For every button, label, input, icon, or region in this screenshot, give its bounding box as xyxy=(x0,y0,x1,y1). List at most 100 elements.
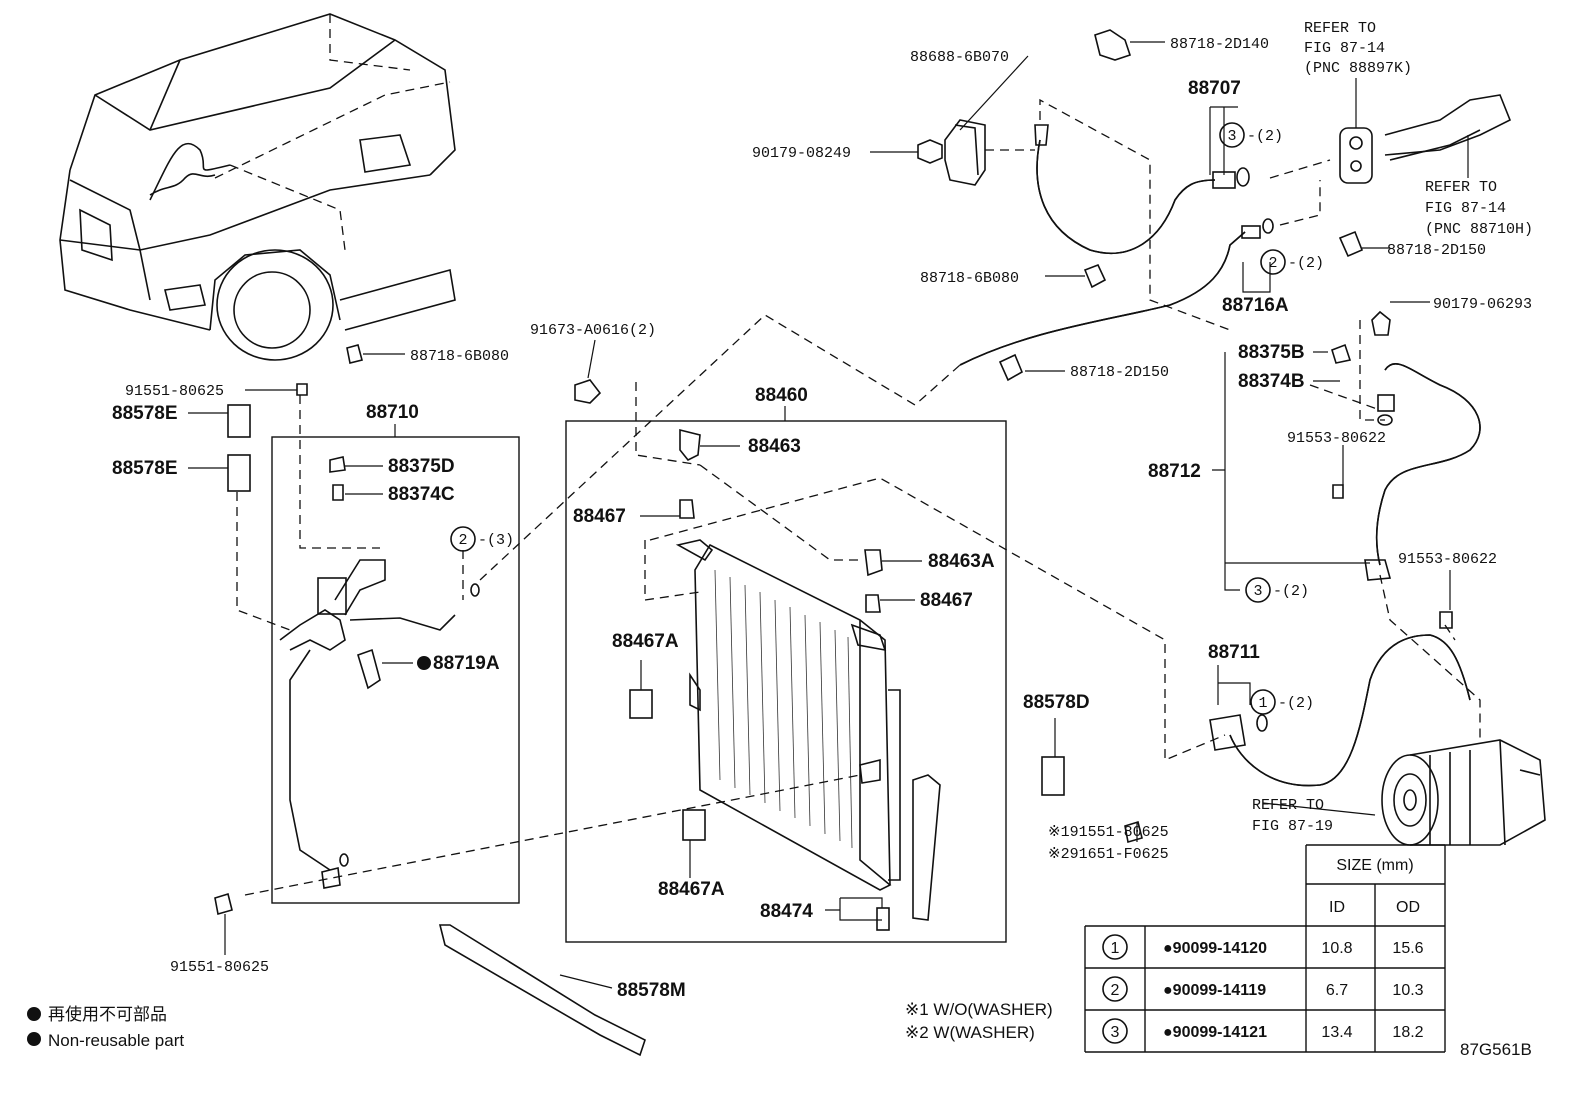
refer-note-line: FIG 87-14 xyxy=(1304,40,1385,57)
spacers-88578E xyxy=(227,344,363,492)
leader-lines xyxy=(188,41,1451,989)
oring-ref-qty: -(2) xyxy=(1273,583,1309,600)
callout-88578D[interactable]: 88578D xyxy=(1023,692,1090,713)
vehicle-illustration xyxy=(59,13,456,361)
oring-ref-number: 2 xyxy=(458,532,467,549)
callout-88474[interactable]: 88474 xyxy=(760,901,813,922)
row-od: 10.3 xyxy=(1392,982,1423,999)
oring-ref-number: 1 xyxy=(1258,695,1267,712)
callout-291651-F0625[interactable]: ※291651-F0625 xyxy=(1048,846,1169,863)
refer-note-line: (PNC 88710H) xyxy=(1425,221,1533,238)
size-table-col-od: OD xyxy=(1396,899,1420,916)
size-table: SIZE (mm) ID OD 1 ●90099-14120 10.8 15.6… xyxy=(1084,844,1446,1053)
callout-88578E-2[interactable]: 88578E xyxy=(112,458,178,479)
refer-note-line: FIG 87-14 xyxy=(1425,200,1506,217)
refer-note-line: REFER TO xyxy=(1304,20,1376,37)
row-id: 6.7 xyxy=(1326,982,1348,999)
callout-91551-80625-b[interactable]: 91551-80625 xyxy=(170,959,269,976)
callout-88707[interactable]: 88707 xyxy=(1188,78,1241,99)
oring-ref-number: 3 xyxy=(1227,128,1236,145)
table-row: 2 ●90099-14119 6.7 10.3 xyxy=(1102,976,1424,1002)
callout-88718-2D140[interactable]: 88718-2D140 xyxy=(1170,36,1269,53)
row-id: 10.8 xyxy=(1321,940,1352,957)
non-reusable-dot-icon xyxy=(417,656,431,670)
row-id: 13.4 xyxy=(1321,1024,1352,1041)
row-od: 18.2 xyxy=(1392,1024,1423,1041)
refer-note-line: FIG 87-19 xyxy=(1252,818,1333,835)
callout-88463A[interactable]: 88463A xyxy=(928,551,995,572)
table-row: 3 ●90099-14121 13.4 18.2 xyxy=(1102,1018,1424,1044)
callout-88718-2D150-mid[interactable]: 88718-2D150 xyxy=(1070,364,1169,381)
callout-88467A-2[interactable]: 88467A xyxy=(658,879,725,900)
table-row: 1 ●90099-14120 10.8 15.6 xyxy=(1102,934,1424,960)
routing-lines xyxy=(244,314,1226,896)
callout-88467-a[interactable]: 88467 xyxy=(573,506,626,527)
non-reusable-dot-icon xyxy=(27,1032,41,1046)
callout-91551-80625-a[interactable]: 91551-80625 xyxy=(125,383,224,400)
bar-88578M xyxy=(438,924,646,1057)
callout-88712[interactable]: 88712 xyxy=(1148,461,1201,482)
row-part[interactable]: ●90099-14120 xyxy=(1163,940,1267,957)
callout-88467A-1[interactable]: 88467A xyxy=(612,631,679,652)
callout-88375D[interactable]: 88375D xyxy=(388,456,455,477)
refer-note-a: REFER TO FIG 87-14 (PNC 88897K) xyxy=(1304,20,1412,77)
callout-90179-08249[interactable]: 90179-08249 xyxy=(752,145,851,162)
callout-88374B[interactable]: 88374B xyxy=(1238,371,1305,392)
legend-jp: 再使用不可部品 xyxy=(48,1004,167,1024)
callout-88578M[interactable]: 88578M xyxy=(617,980,686,1001)
callout-88718-2D150-right[interactable]: 88718-2D150 xyxy=(1387,242,1486,259)
callout-191551-80625[interactable]: ※191551-80625 xyxy=(1048,824,1169,841)
callout-88716A[interactable]: 88716A xyxy=(1222,295,1289,316)
oring-ref-qty: -(3) xyxy=(478,532,514,549)
callout-88710[interactable]: 88710 xyxy=(366,402,419,423)
callout-88711[interactable]: 88711 xyxy=(1208,642,1260,663)
refer-note-line: REFER TO xyxy=(1425,179,1497,196)
oring-ref-qty: -(2) xyxy=(1278,695,1314,712)
oring-ref-r1: 3 -(2) xyxy=(1219,122,1283,148)
callout-88375B[interactable]: 88375B xyxy=(1238,342,1305,363)
callout-88460[interactable]: 88460 xyxy=(755,385,808,406)
legend: 再使用不可部品 Non-reusable part xyxy=(27,1004,184,1050)
row-part[interactable]: ●90099-14119 xyxy=(1163,982,1266,999)
spacer-88578D xyxy=(1041,756,1065,796)
callout-88467-b[interactable]: 88467 xyxy=(920,590,973,611)
refer-note-b: REFER TO FIG 87-14 (PNC 88710H) xyxy=(1425,179,1533,238)
oring-ref-r2: 2 -(2) xyxy=(1260,249,1324,275)
washer-note-2: ※2 W(WASHER) xyxy=(905,1023,1035,1042)
washer-note-1: ※1 W/O(WASHER) xyxy=(905,1000,1053,1019)
oring-ref-qty: -(2) xyxy=(1288,255,1324,272)
row-part[interactable]: ●90099-14121 xyxy=(1163,1024,1267,1041)
callout-88374C[interactable]: 88374C xyxy=(388,484,455,505)
condenser-fins xyxy=(714,569,853,849)
callout-88718-6B080-top[interactable]: 88718-6B080 xyxy=(920,270,1019,287)
refer-note-line: (PNC 88897K) xyxy=(1304,60,1412,77)
callout-88718-6B080-left[interactable]: 88718-6B080 xyxy=(410,348,509,365)
group-box-88460 xyxy=(565,420,1007,943)
oring-ref-r5: 1 -(2) xyxy=(1250,689,1314,715)
row-od: 15.6 xyxy=(1392,940,1423,957)
callout-88719A-group: 88719A xyxy=(417,653,500,674)
legend-en: Non-reusable part xyxy=(48,1031,184,1050)
size-table-header: SIZE (mm) xyxy=(1336,857,1413,874)
row-number: 2 xyxy=(1111,982,1120,999)
refer-note-line: REFER TO xyxy=(1252,797,1324,814)
size-table-col-id: ID xyxy=(1329,899,1345,916)
callout-91553-80622-a[interactable]: 91553-80622 xyxy=(1287,430,1386,447)
callout-91673-A0616[interactable]: 91673-A0616(2) xyxy=(530,322,656,339)
callout-91553-80622-b[interactable]: 91553-80622 xyxy=(1398,551,1497,568)
callout-88719A[interactable]: 88719A xyxy=(433,653,500,674)
callout-88463[interactable]: 88463 xyxy=(748,436,801,457)
oring-ref-r4: 3 -(2) xyxy=(1245,577,1309,603)
oring-ref-r3: 2 -(3) xyxy=(450,526,514,552)
hose-assembly-88707 xyxy=(917,29,1512,382)
refer-note-c: REFER TO FIG 87-19 xyxy=(1252,797,1333,835)
condenser xyxy=(574,379,941,931)
callout-88578E-1[interactable]: 88578E xyxy=(112,403,178,424)
row-number: 1 xyxy=(1111,940,1120,957)
callout-88688-6B070[interactable]: 88688-6B070 xyxy=(910,49,1009,66)
part-callouts: 88688-6B070 90179-08249 88718-2D140 8870… xyxy=(112,36,1532,1001)
oring-ref-qty: -(2) xyxy=(1247,128,1283,145)
diagram-code: 87G561B xyxy=(1460,1040,1532,1059)
callout-90179-06293[interactable]: 90179-06293 xyxy=(1433,296,1532,313)
